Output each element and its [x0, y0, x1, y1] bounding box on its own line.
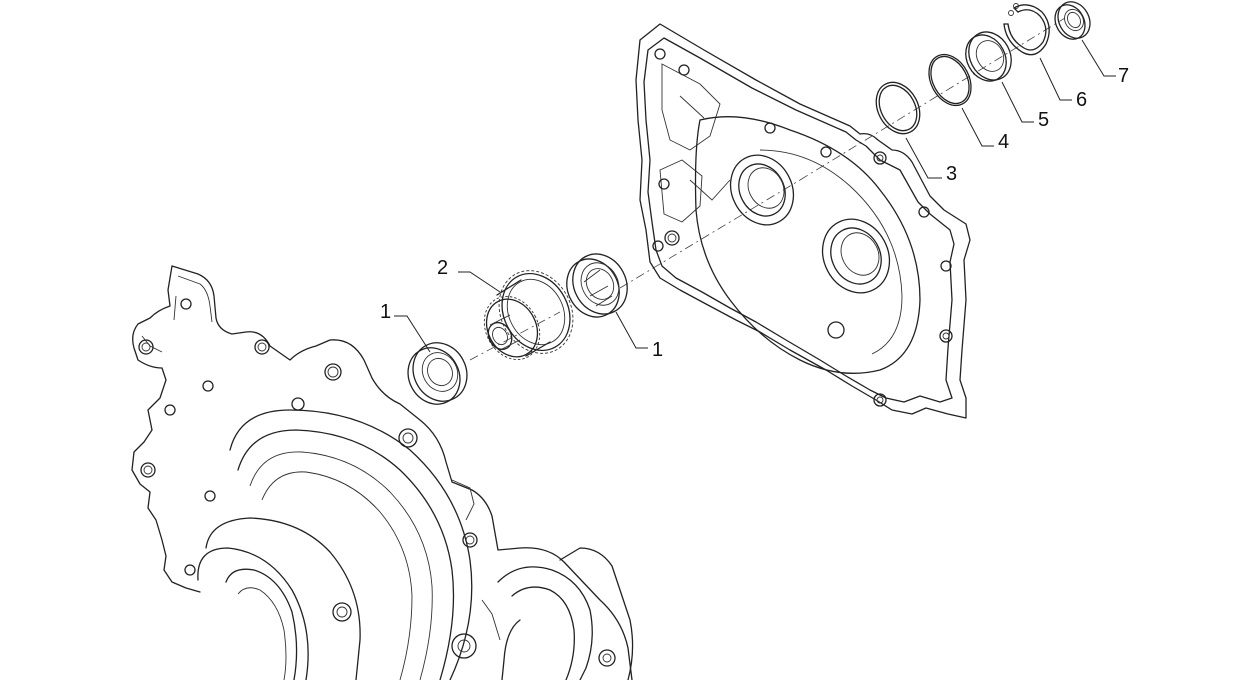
- callout-5: 5: [1038, 109, 1049, 131]
- cover-plate: [635, 23, 971, 419]
- bearing-left: [407, 342, 468, 405]
- callout-7: 7: [1118, 65, 1129, 87]
- callout-1-left: 1: [380, 301, 391, 323]
- leader-line-1a: [394, 315, 431, 353]
- leader-line-2: [458, 271, 501, 293]
- callout-2: 2: [437, 257, 448, 279]
- callout-3: 3: [946, 163, 957, 185]
- callout-4: 4: [998, 131, 1009, 153]
- gearbox-housing: [131, 265, 634, 680]
- leader-line-5: [1001, 81, 1034, 123]
- o-ring-4: [928, 53, 972, 107]
- bearing-right: [566, 253, 628, 318]
- leader-line-7: [1081, 39, 1116, 77]
- leader-line-1b: [615, 311, 648, 349]
- o-ring-3: [875, 81, 921, 135]
- circlip-6: [1003, 3, 1050, 56]
- callout-1-right: 1: [652, 339, 663, 361]
- seal-7: [1054, 1, 1091, 40]
- leader-line-4: [961, 107, 994, 147]
- leader-line-6: [1039, 57, 1072, 101]
- seal-5: [965, 31, 1012, 82]
- leader-line-3: [905, 137, 942, 179]
- gear: [483, 270, 574, 361]
- assembly-axis: [469, 17, 1066, 361]
- callout-6: 6: [1076, 89, 1087, 111]
